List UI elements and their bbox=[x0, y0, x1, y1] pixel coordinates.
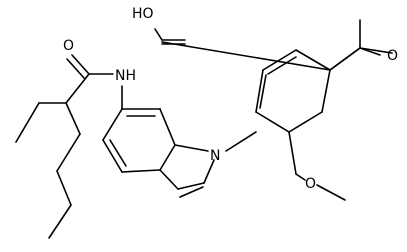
bond-indole6 bbox=[102, 139, 123, 173]
bond-indole6 bbox=[159, 108, 176, 146]
bond-indole6-inner bbox=[109, 139, 127, 167]
acid-oxygen-label: O bbox=[387, 48, 398, 64]
bond-indole bbox=[177, 182, 205, 190]
bond-indole bbox=[159, 169, 179, 190]
bond-c-o-amide-double bbox=[66, 58, 85, 79]
bond-ome bbox=[295, 173, 306, 181]
bond-indole-double bbox=[179, 186, 204, 198]
bond-c-o-amide bbox=[71, 54, 90, 75]
bond-aryl-n bbox=[225, 131, 257, 152]
atom-labels: HO O O NH N O bbox=[63, 6, 398, 192]
hydroxyl-label: HO bbox=[132, 6, 154, 22]
bond-me bbox=[316, 184, 346, 201]
bond-indole6 bbox=[102, 108, 123, 141]
bond-ring bbox=[255, 111, 290, 133]
bond-indole bbox=[174, 144, 209, 152]
bond-ring bbox=[262, 49, 297, 71]
bond-acid-attach bbox=[329, 47, 361, 71]
bond-acid-o bbox=[359, 47, 381, 56]
bond-co-ch bbox=[65, 73, 90, 104]
bond-chain bbox=[56, 133, 81, 172]
bond-ring bbox=[288, 131, 297, 175]
bond-chain bbox=[65, 102, 81, 135]
indole-nitrogen-label: N bbox=[210, 148, 220, 164]
bond-indole bbox=[159, 144, 176, 171]
amide-oxygen-label: O bbox=[63, 38, 74, 54]
bond-chain bbox=[56, 170, 72, 206]
bond-chain bbox=[48, 204, 72, 239]
bond-chain bbox=[15, 102, 40, 143]
bond-ring bbox=[295, 49, 331, 71]
bond-ring bbox=[321, 69, 331, 113]
bond-ring bbox=[359, 47, 393, 54]
bond-ring bbox=[288, 111, 323, 133]
bond-c-ring bbox=[161, 41, 331, 71]
methoxy-oxygen-label: O bbox=[305, 176, 316, 192]
bond-lines bbox=[15, 19, 393, 239]
bond-c-oh bbox=[154, 28, 163, 41]
bond-ring-inner bbox=[267, 56, 297, 75]
bond-indole bbox=[203, 159, 215, 184]
amide-nitrogen-label: NH bbox=[115, 68, 136, 84]
bond-indole6 bbox=[121, 169, 161, 173]
bond-ring bbox=[255, 69, 264, 113]
bond-ring-inner bbox=[259, 74, 267, 109]
